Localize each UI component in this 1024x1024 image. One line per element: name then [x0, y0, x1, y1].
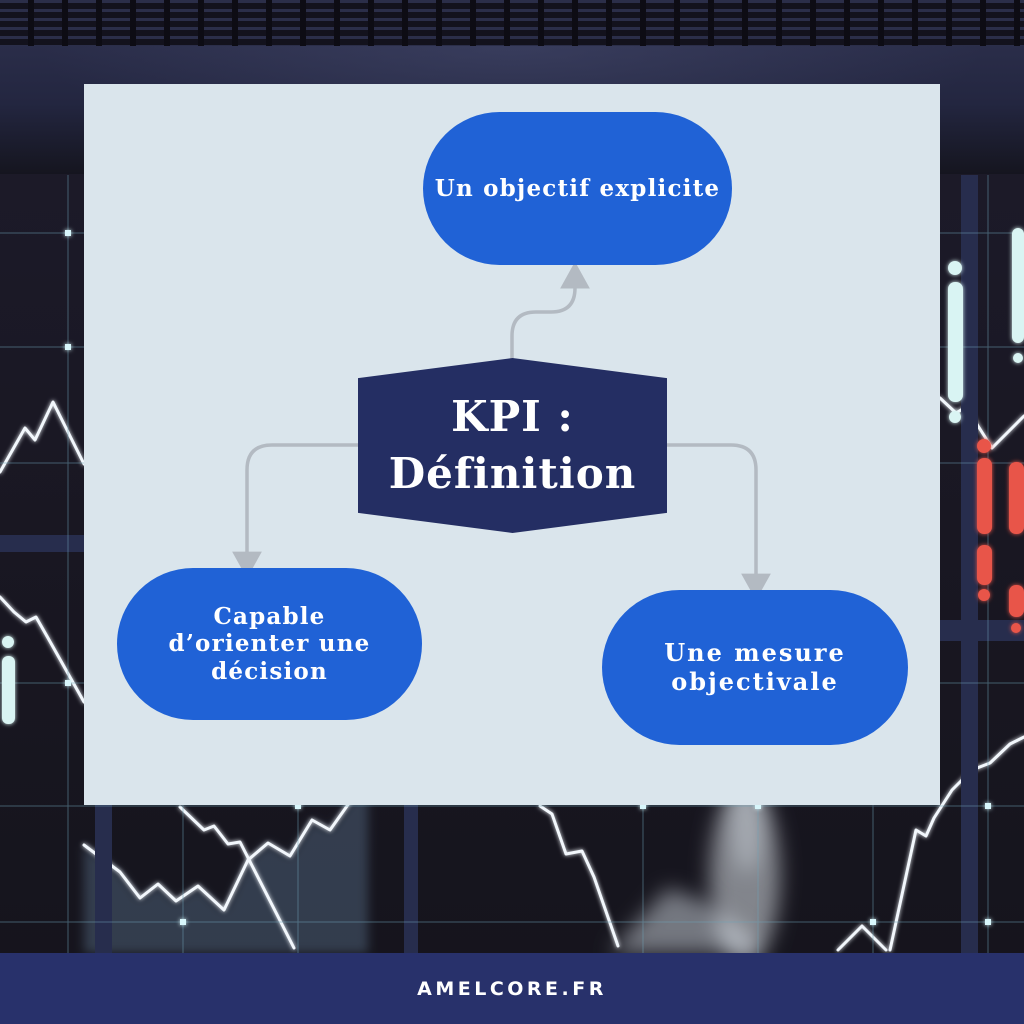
node-bottom-left-label: Capable d’orienter une décision — [168, 603, 371, 685]
node-bottom-right-label: Une mesure objectivale — [664, 638, 846, 696]
node-top: Un objectif explicite — [423, 112, 732, 265]
node-center-line2: Définition — [388, 448, 637, 498]
node-bottom-right: Une mesure objectivale — [602, 590, 908, 745]
node-bottom-left: Capable d’orienter une décision — [117, 568, 422, 720]
diagram-card: Un objectif explicite KPI : Définition C… — [84, 84, 940, 805]
screen-bezels — [0, 175, 1024, 953]
grid-dots — [65, 230, 991, 925]
node-center: KPI : Définition — [358, 358, 667, 533]
connector-center-to-top — [510, 261, 590, 364]
node-center-line1: KPI : — [451, 391, 574, 441]
footer-bar: AMELCORE.FR — [0, 953, 1024, 1024]
chart-lines — [0, 396, 1024, 952]
cyan-candles — [2, 228, 1024, 724]
red-candles — [977, 439, 1024, 633]
connector-center-to-bottom-right — [667, 443, 771, 601]
connector-center-to-bottom-left — [232, 443, 358, 579]
node-top-label: Un objectif explicite — [434, 174, 721, 202]
ceiling-grille — [0, 0, 1024, 46]
grid-lines — [0, 175, 1024, 953]
connector-arrows — [232, 261, 771, 601]
mountain-area-chart — [84, 791, 368, 953]
website-url: AMELCORE.FR — [417, 977, 607, 1000]
